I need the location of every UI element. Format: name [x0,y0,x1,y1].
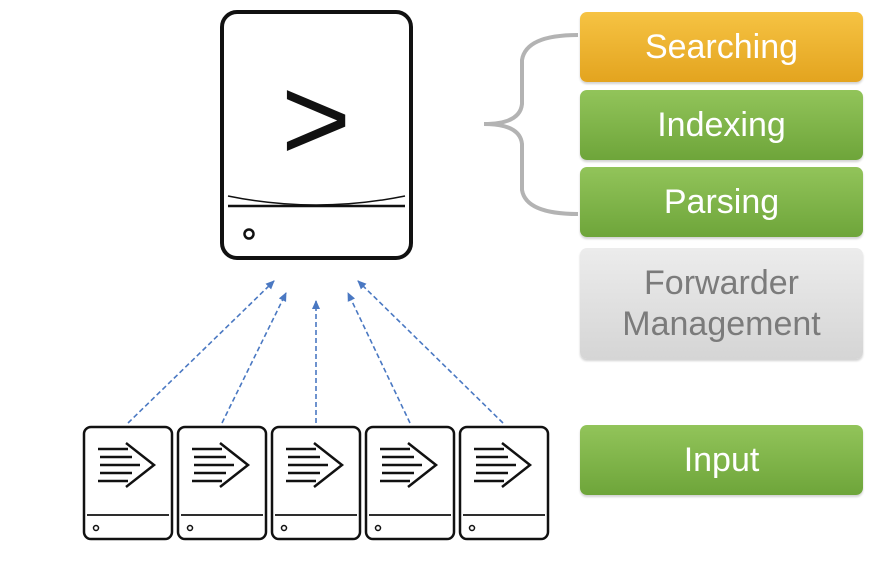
arrow-forwarder-2 [221,292,287,424]
forwarder-arrow-icon [98,442,157,488]
tier-forwarder-management: Forwarder Management [580,248,863,359]
forwarder-1 [82,425,174,541]
tier-input: Input [580,425,863,495]
forwarder-4 [364,425,456,541]
tier-searching: Searching [580,12,863,82]
forwarding-arrows [127,280,504,424]
arrow-forwarder-4 [347,292,411,424]
forwarder-arrow-icon [380,442,439,488]
prompt-symbol: > [281,52,351,186]
terminal-server-icon: > [220,10,413,260]
tier-searching-label: Searching [644,27,799,66]
arrow-forwarder-1 [127,280,275,424]
forwarder-arrow-icon [192,442,251,488]
forwarder-2 [176,425,268,541]
forwarder-5 [458,425,550,541]
tier-indexing: Indexing [580,90,863,160]
forwarder-3 [270,425,362,541]
arrow-forwarder-5 [357,280,504,424]
tier-parsing: Parsing [580,167,863,237]
tier-forwarder-label-line1: Forwarder [644,263,799,302]
tier-input-label: Input [683,440,760,479]
tier-indexing-label: Indexing [657,105,786,144]
tier-forwarder-label-line2: Management [622,304,821,343]
processing-brace [483,33,579,216]
tier-parsing-label: Parsing [663,182,780,221]
forwarder-arrow-icon [474,442,533,488]
forwarder-arrow-icon [286,442,345,488]
